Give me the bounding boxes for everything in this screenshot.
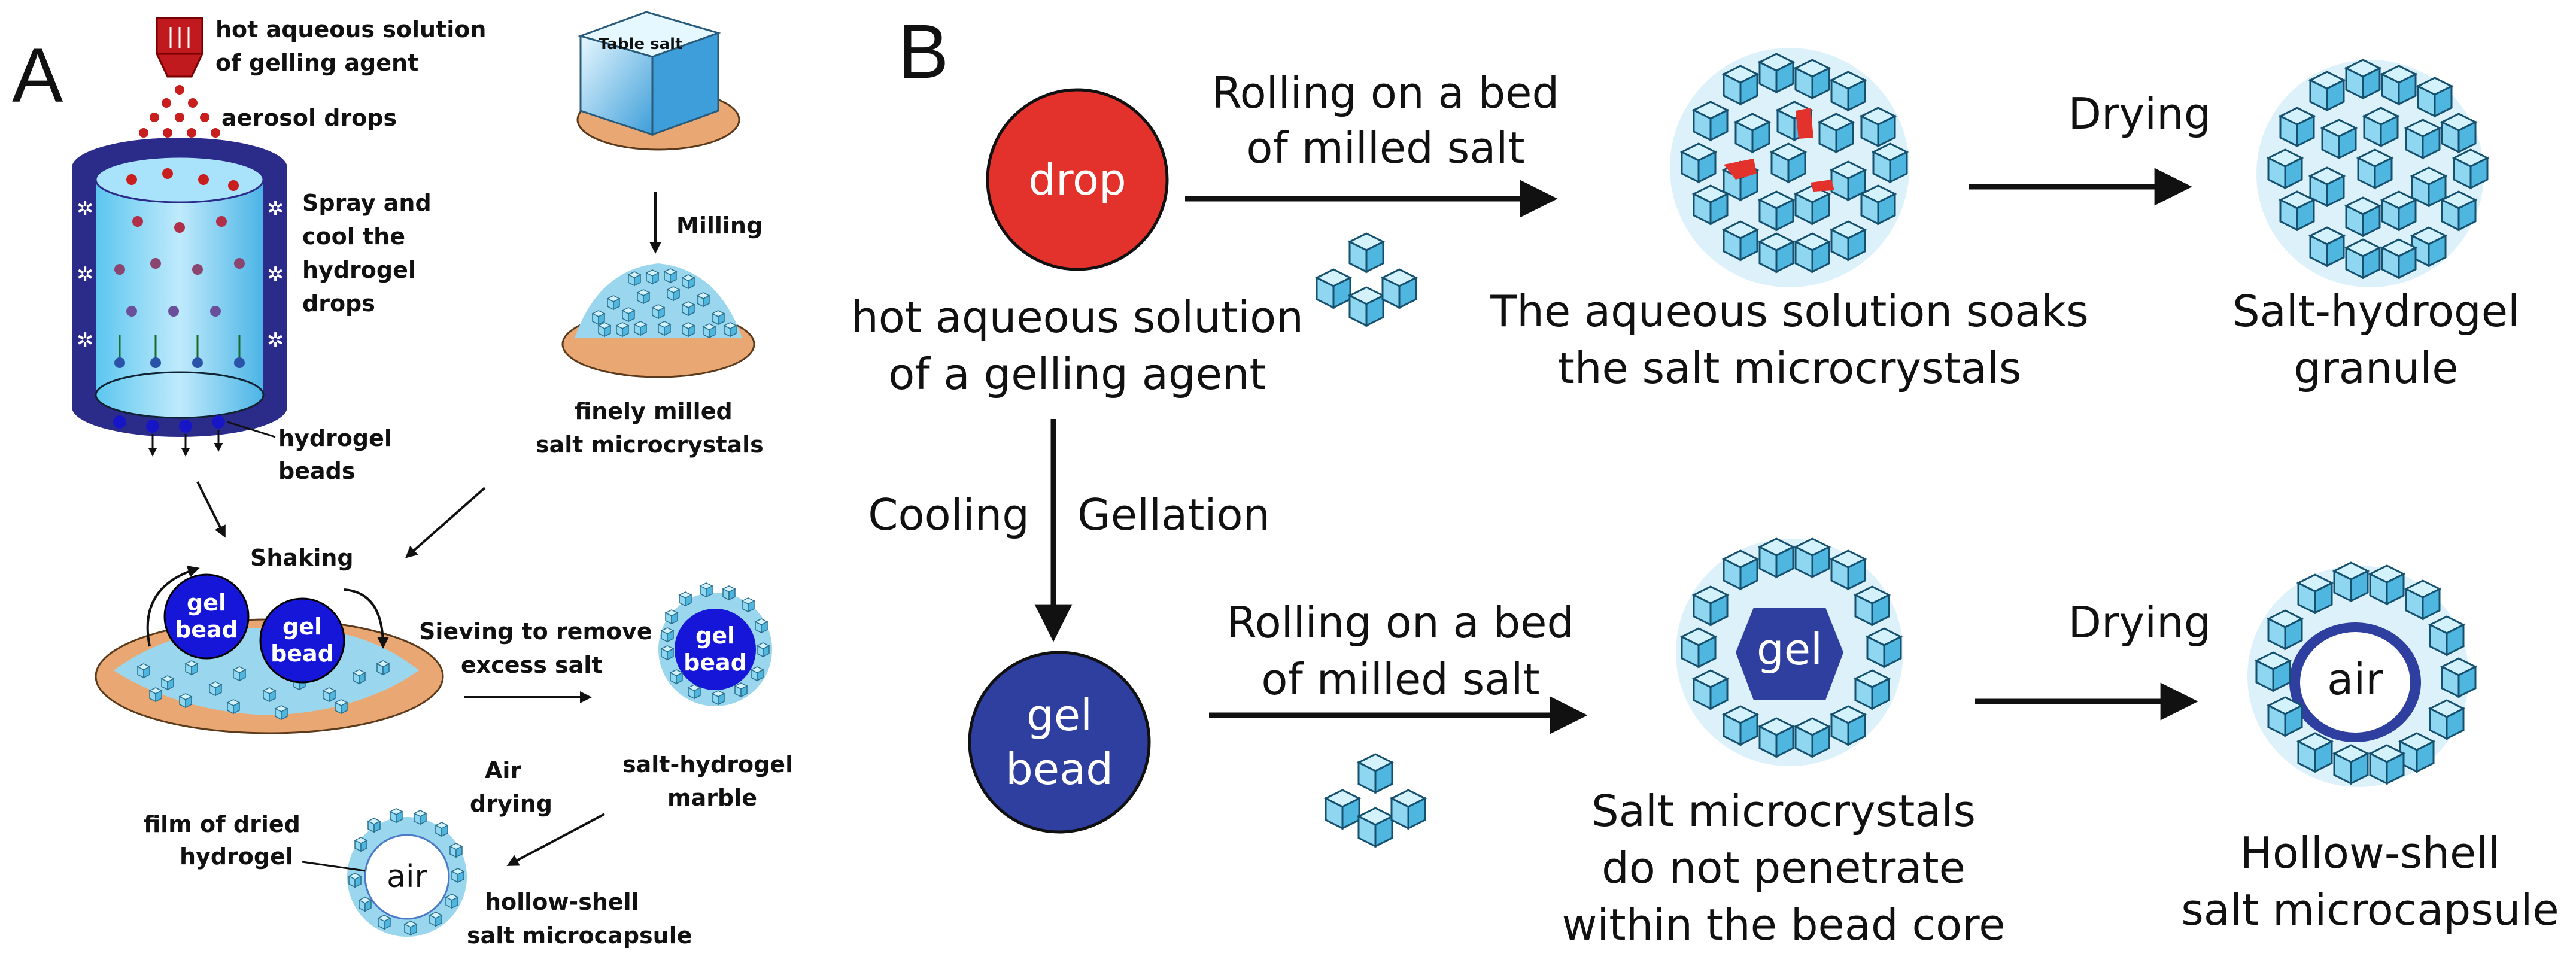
- hydrogel-beads: [113, 415, 225, 457]
- hollow-shell-capsule-a: [347, 808, 467, 937]
- air-drying-label-1: Air: [485, 757, 521, 783]
- no-penetrate-label-3: within the bead core: [1562, 900, 2006, 950]
- milled-salt-pile: [561, 263, 755, 378]
- shaking-label: Shaking: [250, 545, 354, 571]
- hollow-shell-label-a1: hollow-shell: [485, 889, 639, 915]
- spray-cool-label-2: cool the: [302, 223, 405, 250]
- film-leader-line: [302, 861, 366, 872]
- hot-solution-label-b2: of a gelling agent: [888, 349, 1266, 399]
- sieving-label-1: Sieving to remove: [419, 618, 652, 645]
- salt-cubes-top: [1316, 232, 1417, 327]
- rolling-top-label-1: Rolling on a bed: [1212, 68, 1559, 118]
- air-drying-arrow: [506, 813, 605, 866]
- gel-bead-label-1: gel: [1026, 690, 1092, 740]
- film-label-1: film of dried: [144, 811, 300, 837]
- panel-a: A hot aqueous solution of gelling agent …: [12, 0, 808, 975]
- drop-circle: [986, 88, 1169, 271]
- svg-text:✲: ✲: [77, 329, 94, 353]
- rolling-bottom-label-1: Rolling on a bed: [1227, 597, 1574, 648]
- aerosol-drops-label: aerosol drops: [221, 105, 397, 131]
- hollow-shell-capsule-b: [2247, 561, 2477, 787]
- gel-bead-2: [259, 597, 345, 684]
- gel-bead-1-label-1: gel: [187, 590, 226, 616]
- drying-top-label: Drying: [2068, 89, 2212, 139]
- capsule-label-2: salt microcapsule: [2181, 885, 2559, 935]
- finely-milled-label-2: salt microcrystals: [536, 432, 764, 458]
- shaking-arrow-left: [146, 566, 200, 647]
- rolling-top-label-2: of milled salt: [1246, 123, 1524, 173]
- falling-drops: [114, 168, 245, 368]
- table-salt-dish: Table salt: [576, 11, 740, 151]
- soaks-label-2: the salt microcrystals: [1558, 343, 2022, 393]
- cooling-cylinder: ✲ ✲ ✲ ✲ ✲ ✲: [72, 138, 287, 437]
- hot-solution-label-a2: of gelling agent: [215, 50, 418, 76]
- air-label-a: air: [387, 859, 427, 895]
- air-drying-label-2: drying: [470, 791, 552, 817]
- snowflake-icons: ✲ ✲ ✲ ✲ ✲ ✲: [77, 197, 284, 353]
- spray-cool-label-1: Spray and: [302, 190, 432, 216]
- granule-label-2: granule: [2294, 343, 2459, 393]
- gel-core-label: gel: [1757, 624, 1822, 675]
- gel-core-shell: [1676, 537, 1903, 766]
- aerosol-drops: [139, 85, 220, 138]
- gel-bead-1: [163, 573, 250, 660]
- gel-core: [1736, 608, 1843, 700]
- gel-bead-circle: [968, 651, 1151, 834]
- gel-bead-2-label-2: bead: [271, 640, 334, 667]
- marble-gel-label-2: bead: [684, 649, 747, 676]
- marble-gel-label-1: gel: [695, 622, 735, 649]
- drying-bottom-label: Drying: [2068, 597, 2212, 648]
- no-penetrate-label-2: do not penetrate: [1602, 843, 1966, 893]
- salt-cubes-bottom: [1325, 753, 1426, 848]
- panel-a-label: A: [12, 33, 63, 119]
- soaks-label-1: The aqueous solution soaks: [1490, 286, 2089, 336]
- capsule-label-1: Hollow-shell: [2240, 828, 2501, 878]
- svg-text:✲: ✲: [267, 329, 284, 353]
- air-label-b: air: [2327, 654, 2383, 704]
- finely-milled-label-1: finely milled: [575, 398, 733, 424]
- spray-cool-label-4: drops: [302, 290, 375, 317]
- no-penetrate-label-1: Salt microcrystals: [1591, 786, 1976, 836]
- salt-hydrogel-granule: [2256, 59, 2489, 287]
- gellation-label: Gellation: [1077, 490, 1270, 540]
- hydrogel-beads-label-1: hydrogel: [278, 425, 392, 451]
- svg-text:✲: ✲: [77, 263, 94, 287]
- salt-marble-label-2: marble: [667, 785, 757, 811]
- shaking-arrow-right: [344, 588, 389, 649]
- hollow-shell-label-a2: salt microcapsule: [467, 922, 692, 949]
- hydrogel-beads-label-2: beads: [278, 458, 355, 484]
- svg-text:✲: ✲: [267, 197, 284, 221]
- hot-solution-label-a1: hot aqueous solution: [215, 16, 486, 42]
- salt-hydrogel-marble: [658, 582, 772, 706]
- drop-label: drop: [1028, 154, 1126, 205]
- gel-bead-1-label-2: bead: [175, 616, 238, 643]
- svg-text:✲: ✲: [267, 263, 284, 287]
- panel-b-label: B: [898, 9, 949, 95]
- nozzle: [155, 17, 204, 78]
- sieving-label-2: excess salt: [461, 652, 603, 678]
- panel-b: B drop hot aqueous solution of a gelling…: [851, 9, 2559, 950]
- spray-cool-label-3: hydrogel: [302, 257, 416, 283]
- granule-label-1: Salt-hydrogel: [2232, 286, 2520, 336]
- beads-to-dish-arrow: [196, 481, 226, 538]
- salt-to-dish-arrow: [405, 487, 486, 558]
- cooling-label: Cooling: [868, 490, 1029, 540]
- shaking-dish: [95, 566, 444, 734]
- gel-bead-2-label-1: gel: [282, 613, 322, 640]
- rolling-bottom-label-2: of milled salt: [1261, 654, 1539, 704]
- gel-bead-label-2: bead: [1006, 744, 1113, 794]
- soaked-granule: [1670, 48, 1909, 287]
- salt-marble-label-1: salt-hydrogel: [622, 751, 793, 777]
- svg-text:✲: ✲: [77, 197, 94, 221]
- film-label-2: hydrogel: [180, 843, 293, 870]
- beads-leader-line: [227, 421, 276, 438]
- milling-label: Milling: [676, 212, 763, 239]
- table-salt-label: Table salt: [599, 35, 683, 53]
- hot-solution-label-b1: hot aqueous solution: [851, 292, 1304, 342]
